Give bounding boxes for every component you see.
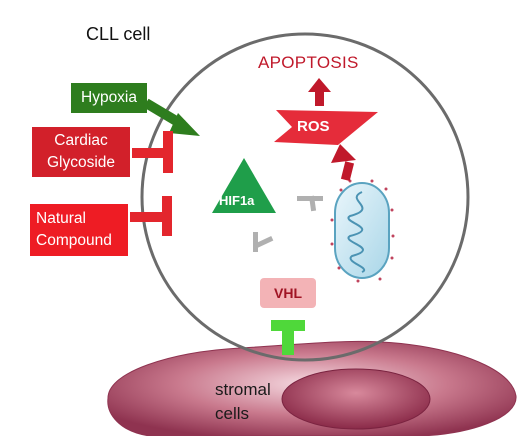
mitochondrion — [330, 179, 395, 283]
hypoxia-box: Hypoxia — [71, 83, 147, 113]
ros-burst — [274, 110, 378, 145]
stromal-cells-label: stromal cells — [215, 378, 295, 426]
vhl-box: VHL — [260, 278, 316, 308]
natural-label-line2: Compound — [36, 232, 112, 249]
cardiac-label-line2: Glycoside — [46, 154, 116, 171]
cardiac-glycoside-box: Cardiac Glycoside — [32, 127, 130, 177]
natural-compound-box: Natural Compound — [30, 204, 128, 256]
hif1a-triangle — [212, 158, 276, 213]
cll-cell-title: CLL cell — [86, 24, 151, 44]
hypoxia-arrow — [143, 98, 200, 136]
stromal-nucleus — [281, 368, 431, 430]
hif1a-label: HIF1a — [219, 193, 255, 208]
stromal-inhibition-bar — [271, 320, 305, 355]
apoptosis-label: APOPTOSIS — [258, 53, 359, 72]
grey-inhibition-left — [253, 232, 274, 252]
hypoxia-label: Hypoxia — [81, 89, 137, 106]
cll-cell-membrane — [140, 32, 470, 362]
cardiac-inhibition-bar — [132, 131, 173, 173]
ros-to-apoptosis-arrow — [308, 78, 331, 106]
vhl-label: VHL — [274, 285, 302, 301]
natural-label-line1: Natural — [36, 210, 86, 227]
mito-to-ros-arrow — [331, 144, 356, 181]
natural-inhibition-bar — [130, 196, 172, 236]
ros-label: ROS — [297, 118, 330, 135]
stromal-label-line2: cells — [215, 404, 250, 423]
stromal-label-line1: stromal — [215, 380, 271, 399]
cardiac-label-line1: Cardiac — [54, 132, 108, 149]
grey-inhibition-right — [297, 195, 323, 212]
